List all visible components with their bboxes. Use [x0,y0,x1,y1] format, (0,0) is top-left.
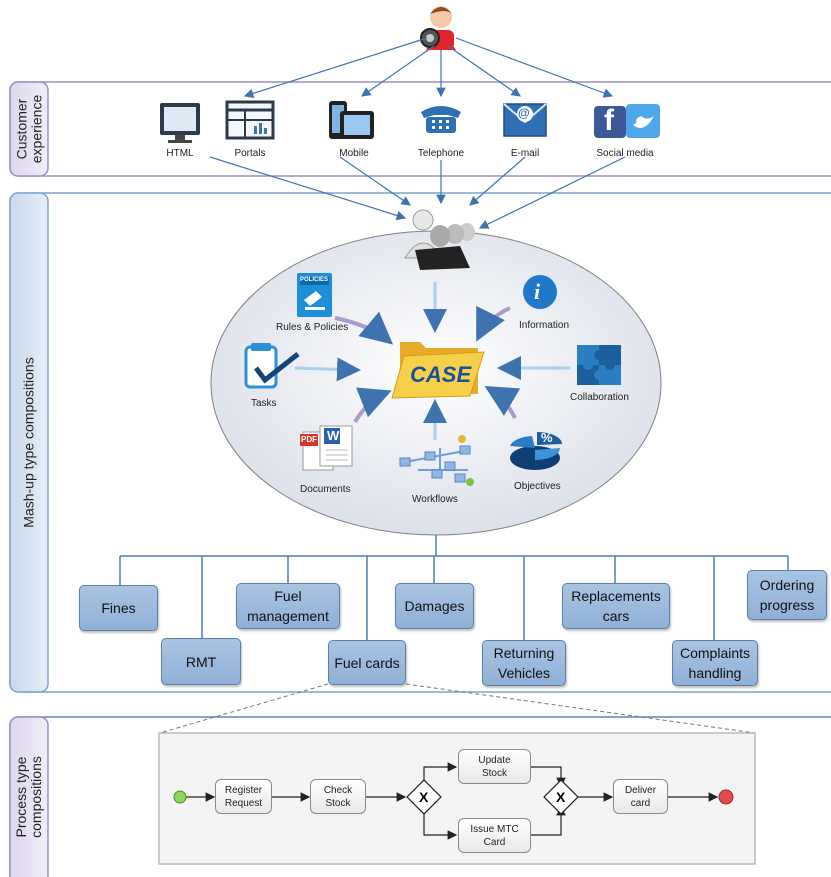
percent-glyph: % [541,430,553,445]
pie-chart-icon [510,432,562,470]
channel-label-html: HTML [166,148,194,159]
clipboard-check-icon [244,343,300,389]
task-deliver-card[interactable]: Deliver card [613,779,668,814]
mashup-ordering-progress[interactable]: Ordering progress [747,570,827,620]
channel-label-mobile: Mobile [339,148,369,159]
policies-glyph: POLICIES [300,277,329,283]
email-envelope-icon [503,103,547,137]
hub-label-objectives: Objectives [514,481,561,492]
mobile-devices-icon [329,101,374,139]
info-glyph: i [534,279,541,304]
hub-label-tasks: Tasks [251,398,277,409]
task-check-stock[interactable]: Check Stock [310,779,366,814]
lane-label-process: Process type compositions [13,756,45,838]
end-event [718,789,734,805]
mashup-damages[interactable]: Damages [395,583,474,629]
case-folder-icon [391,342,485,399]
channel-label-social-media: Social media [596,148,654,159]
lane-label-mashup: Mash-up type compositions [20,357,37,528]
zoom-dashed-lines [159,683,756,734]
gateway-split-symbol: X [419,789,429,805]
lane-label-customer: Customer experience [13,94,44,164]
xor-gateway-join [543,779,579,815]
gateway-join-symbol: X [556,789,566,805]
hub-label-information: Information [519,320,570,331]
social-media-icon [594,104,660,138]
hub-arrows [294,282,570,440]
mashup-tree-lines [119,535,789,640]
hub-label-documents: Documents [300,484,351,495]
task-register-request[interactable]: Register Request [215,779,272,814]
mashup-fuel-cards[interactable]: Fuel cards [328,640,406,685]
documents-icon [300,425,353,471]
mashup-replacements-cars[interactable]: Replacements cars [562,583,670,629]
channel-to-agent-arrows [209,156,626,229]
mashup-fuel-management[interactable]: Fuel management [236,583,340,629]
start-event [173,790,187,804]
hub-label-collaboration: Collaboration [570,392,629,403]
mashup-rmt[interactable]: RMT [161,638,241,685]
word-glyph: W [327,428,340,443]
info-icon [523,275,557,309]
hub-label-rules-policies: Rules & Policies [276,322,349,333]
monitor-icon [160,103,200,143]
lane-customer-experience [9,81,831,177]
telephone-icon [421,106,461,133]
workflow-icon [399,435,474,486]
mashup-fines[interactable]: Fines [79,585,158,631]
mashup-complaints-handling[interactable]: Complaints handling [672,640,758,686]
channel-label-email: E-mail [510,148,540,159]
user-to-channel-arrows [243,37,614,99]
task-issue-mtc-card[interactable]: Issue MTC Card [458,818,531,853]
mashup-returning-vehicles[interactable]: Returning Vehicles [482,640,566,686]
channel-label-telephone: Telephone [417,148,465,159]
portal-window-icon [225,100,275,140]
email-at-glyph: @ [518,106,530,120]
channel-label-portals: Portals [234,148,266,159]
puzzle-icon [577,345,621,385]
pdf-glyph: PDF [301,435,317,444]
task-update-stock[interactable]: Update Stock [458,749,531,784]
hub-label-workflows: Workflows [412,494,458,505]
policies-book-icon [297,273,332,317]
service-agents-icon [404,209,475,270]
customer-user-icon [420,6,456,50]
facebook-glyph: f [604,104,614,137]
case-label: CASE [410,362,472,387]
xor-gateway-split [406,779,442,815]
